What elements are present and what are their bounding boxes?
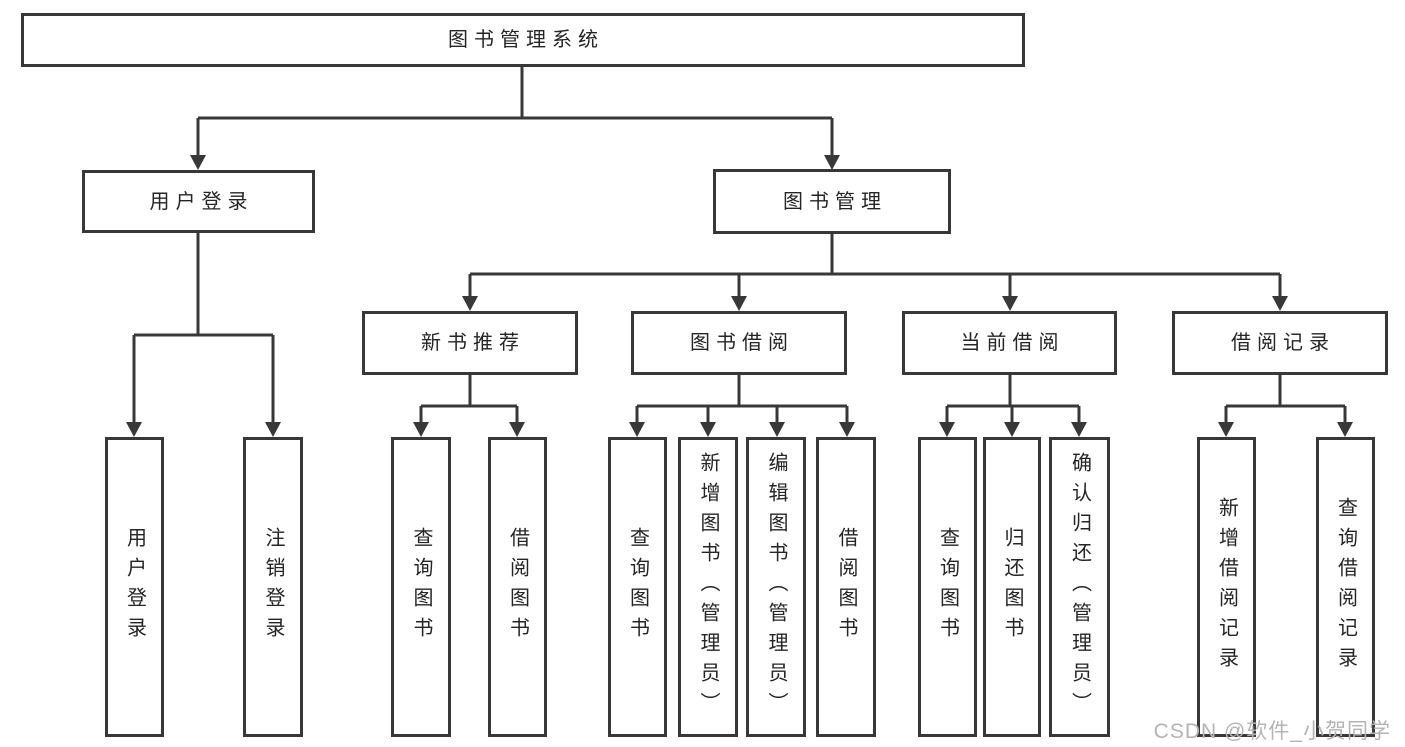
node-query-books-borrowing: 查询图书 bbox=[608, 437, 667, 737]
node-borrow-book-action: 借阅图书 bbox=[816, 437, 876, 737]
node-new-book-recommend: 新书推荐 bbox=[362, 311, 578, 375]
node-borrowing-records: 借阅记录 bbox=[1172, 311, 1388, 375]
node-system-root: 图书管理系统 bbox=[21, 13, 1025, 67]
node-borrow-book-recommend: 借阅图书 bbox=[488, 437, 547, 737]
node-query-books-current: 查询图书 bbox=[918, 437, 977, 737]
node-book-management: 图书管理 bbox=[713, 169, 951, 234]
node-user-login-action: 用户登录 bbox=[105, 437, 164, 737]
node-query-borrow-record: 查询借阅记录 bbox=[1316, 437, 1375, 737]
node-logout-action: 注销登录 bbox=[243, 437, 303, 737]
node-return-book: 归还图书 bbox=[983, 437, 1041, 737]
node-edit-book-admin: 编辑图书（管理员） bbox=[746, 437, 806, 737]
csdn-watermark: CSDN @软件_小贺同学 bbox=[1153, 720, 1391, 743]
node-confirm-return-admin: 确认归还（管理员） bbox=[1049, 437, 1110, 737]
node-add-borrow-record: 新增借阅记录 bbox=[1197, 437, 1256, 737]
node-current-borrowing: 当前借阅 bbox=[902, 311, 1117, 375]
node-user-login: 用户登录 bbox=[82, 170, 315, 233]
node-book-borrowing: 图书借阅 bbox=[631, 311, 847, 375]
node-add-book-admin: 新增图书（管理员） bbox=[678, 437, 738, 737]
node-query-books-recommend: 查询图书 bbox=[391, 437, 451, 737]
